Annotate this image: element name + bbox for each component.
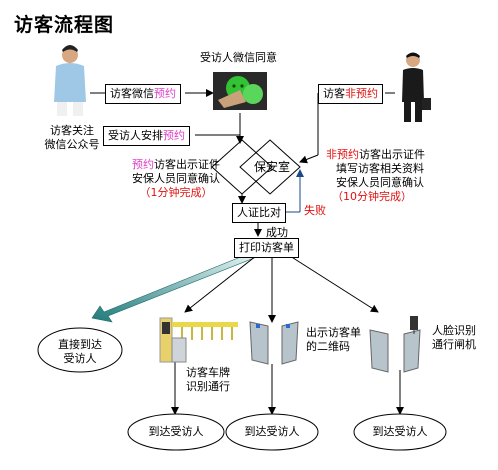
qr-gate-icon: [249, 321, 299, 365]
plate-gate-icon: [159, 317, 238, 363]
wechat-caption: 受访人微信同意: [200, 51, 277, 64]
success-label: 成功: [266, 226, 288, 239]
note-booking: 预约访客出示证件 安保人员同意确认 （1分钟完成）: [132, 158, 220, 199]
direct-oval: [37, 327, 123, 373]
fail-label: 失败: [304, 204, 326, 217]
visitor-left-caption: 访客关注 微信公众号: [44, 124, 100, 151]
arrive-oval-3: [353, 413, 447, 451]
qr-caption: 出示访客单 的二维码: [306, 326, 361, 353]
plate-caption: 访客车牌 识别通行: [186, 366, 230, 393]
guard-room-label: 保安室: [254, 160, 291, 174]
arrive-label-1: 到达受访人: [148, 425, 204, 438]
box-host-booking: 受访人安排预约: [103, 126, 190, 146]
verify-box: 人证比对: [232, 203, 286, 223]
box-non-booking: 访客非预约: [318, 84, 383, 104]
page-title: 访客流程图: [14, 14, 115, 36]
print-box: 打印访客单: [234, 238, 299, 258]
wechat-icon: [213, 72, 267, 110]
face-caption: 人脸识别 通行闸机: [432, 324, 476, 351]
note-non-booking: 非预约访客出示证件 填写访客相关资料 安保人员同意确认 （10分钟完成）: [326, 148, 425, 203]
arrive-oval-2: [225, 413, 319, 451]
visitor-right-icon: [402, 52, 431, 122]
arrive-label-2: 到达受访人: [244, 425, 300, 438]
arrive-label-3: 到达受访人: [372, 425, 428, 438]
face-gate-icon: [369, 316, 421, 373]
visitor-left-icon: [54, 45, 86, 116]
direct-label: 直接到达 受访人: [58, 338, 102, 365]
guard-diamond: [239, 139, 301, 195]
box-wechat-booking: 访客微信预约: [105, 84, 181, 104]
arrive-oval-1: [127, 413, 225, 451]
